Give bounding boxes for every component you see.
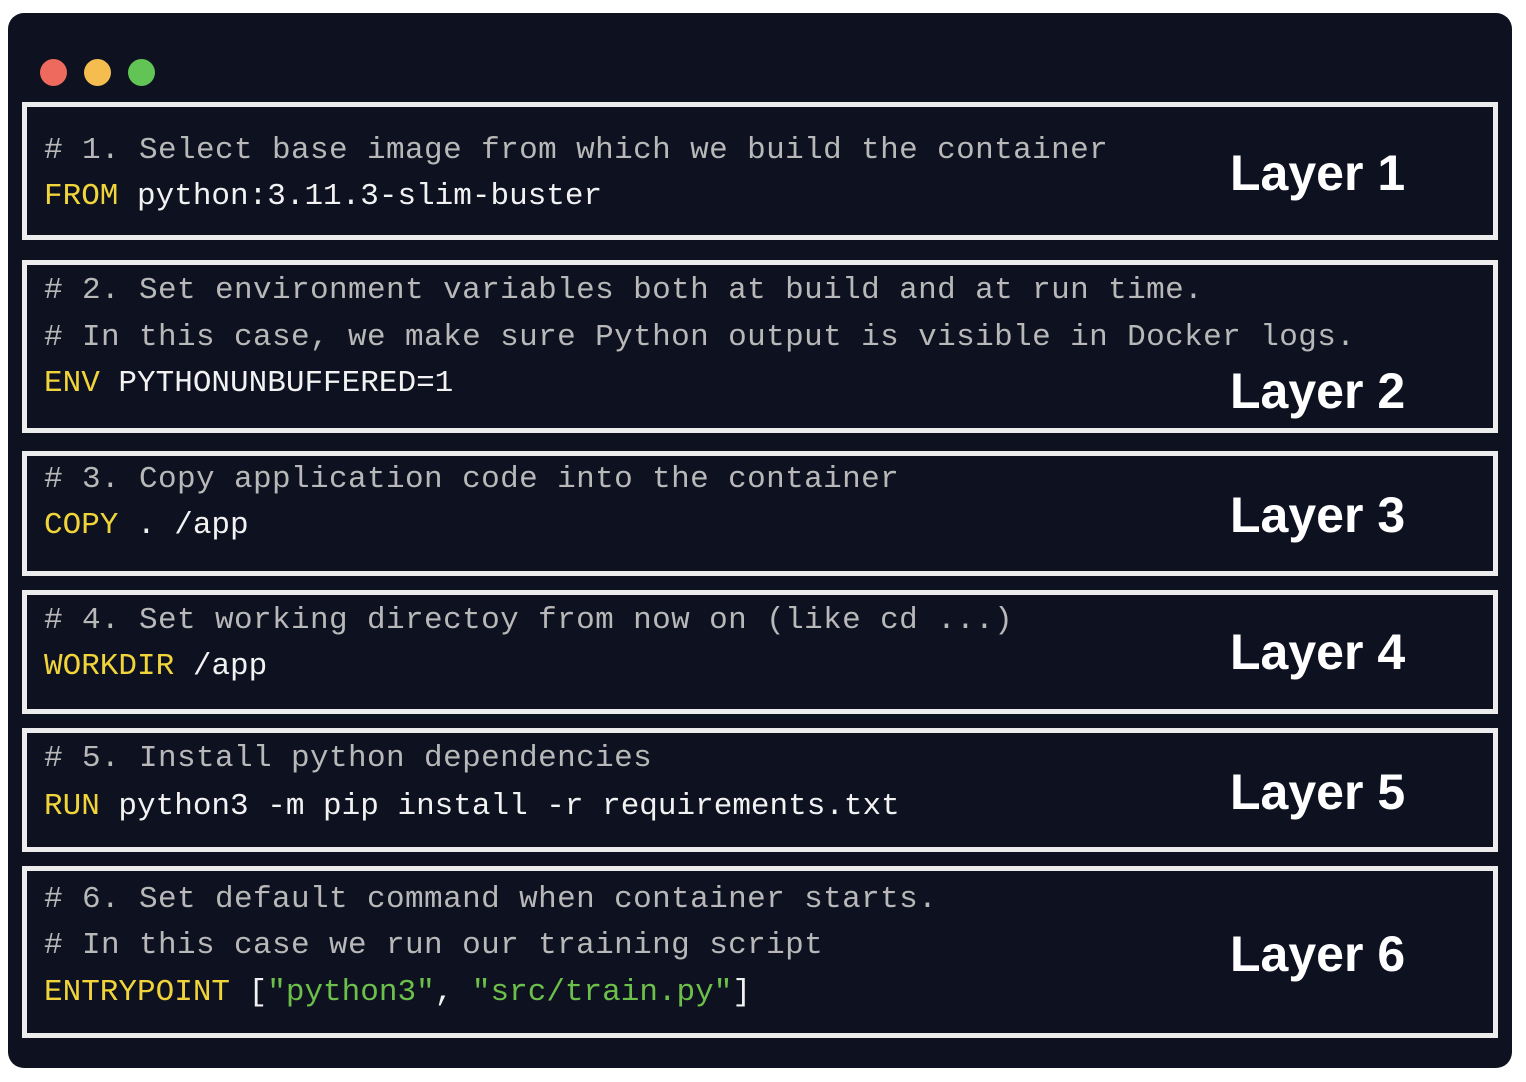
- code-args: PYTHONUNBUFFERED=1: [99, 366, 454, 401]
- close-button[interactable]: [40, 59, 67, 86]
- layer-label: Layer 6: [1230, 926, 1406, 982]
- keyword: COPY: [44, 508, 119, 543]
- layer-box-3: # 3. Copy application code into the cont…: [22, 451, 1498, 576]
- layer-label: Layer 3: [1230, 487, 1406, 543]
- layer-box-6: # 6. Set default command when container …: [22, 866, 1498, 1038]
- bracket: [: [230, 975, 268, 1010]
- layer-box-1: # 1. Select base image from which we bui…: [22, 102, 1498, 240]
- code-comment: # In this case, we make sure Python outp…: [44, 320, 1356, 355]
- keyword: ENTRYPOINT: [44, 975, 231, 1010]
- code-args: python:3.11.3-slim-buster: [118, 179, 603, 214]
- code-comment: # 2. Set environment variables both at b…: [44, 273, 1204, 308]
- layer-label: Layer 4: [1230, 624, 1406, 680]
- maximize-button[interactable]: [128, 59, 155, 86]
- separator: ,: [434, 975, 472, 1010]
- code-line: FROM python:3.11.3-slim-buster: [44, 177, 602, 217]
- code-args: python3 -m pip install -r requirements.t…: [99, 789, 900, 824]
- code-comment: # 4. Set working directoy from now on (l…: [44, 603, 1014, 638]
- code-comment: # 5. Install python dependencies: [44, 741, 653, 776]
- layer-box-4: # 4. Set working directoy from now on (l…: [22, 590, 1498, 714]
- code-line: ENV PYTHONUNBUFFERED=1: [44, 364, 453, 404]
- code-line: WORKDIR /app: [44, 647, 267, 687]
- keyword: RUN: [44, 789, 100, 824]
- layer-label: Layer 1: [1230, 145, 1406, 201]
- code-line: ENTRYPOINT ["python3", "src/train.py"]: [44, 973, 751, 1013]
- string: "src/train.py": [471, 975, 733, 1010]
- layer-box-2: # 2. Set environment variables both at b…: [22, 260, 1498, 433]
- code-args: . /app: [118, 508, 249, 543]
- layer-label: Layer 5: [1230, 764, 1406, 820]
- code-line: RUN python3 -m pip install -r requiremen…: [44, 787, 900, 827]
- code-args: /app: [174, 649, 268, 684]
- layer-label: Layer 2: [1230, 363, 1406, 419]
- code-line: COPY . /app: [44, 506, 249, 546]
- keyword: ENV: [44, 366, 100, 401]
- keyword: FROM: [44, 179, 119, 214]
- code-comment: # In this case we run our training scrip…: [44, 928, 824, 963]
- bracket: ]: [732, 975, 751, 1010]
- string: "python3": [267, 975, 435, 1010]
- layer-box-5: # 5. Install python dependencies RUN pyt…: [22, 728, 1498, 852]
- keyword: WORKDIR: [44, 649, 175, 684]
- code-comment: # 6. Set default command when container …: [44, 882, 938, 917]
- code-comment: # 3. Copy application code into the cont…: [44, 462, 900, 497]
- code-comment: # 1. Select base image from which we bui…: [44, 133, 1109, 168]
- minimize-button[interactable]: [84, 59, 111, 86]
